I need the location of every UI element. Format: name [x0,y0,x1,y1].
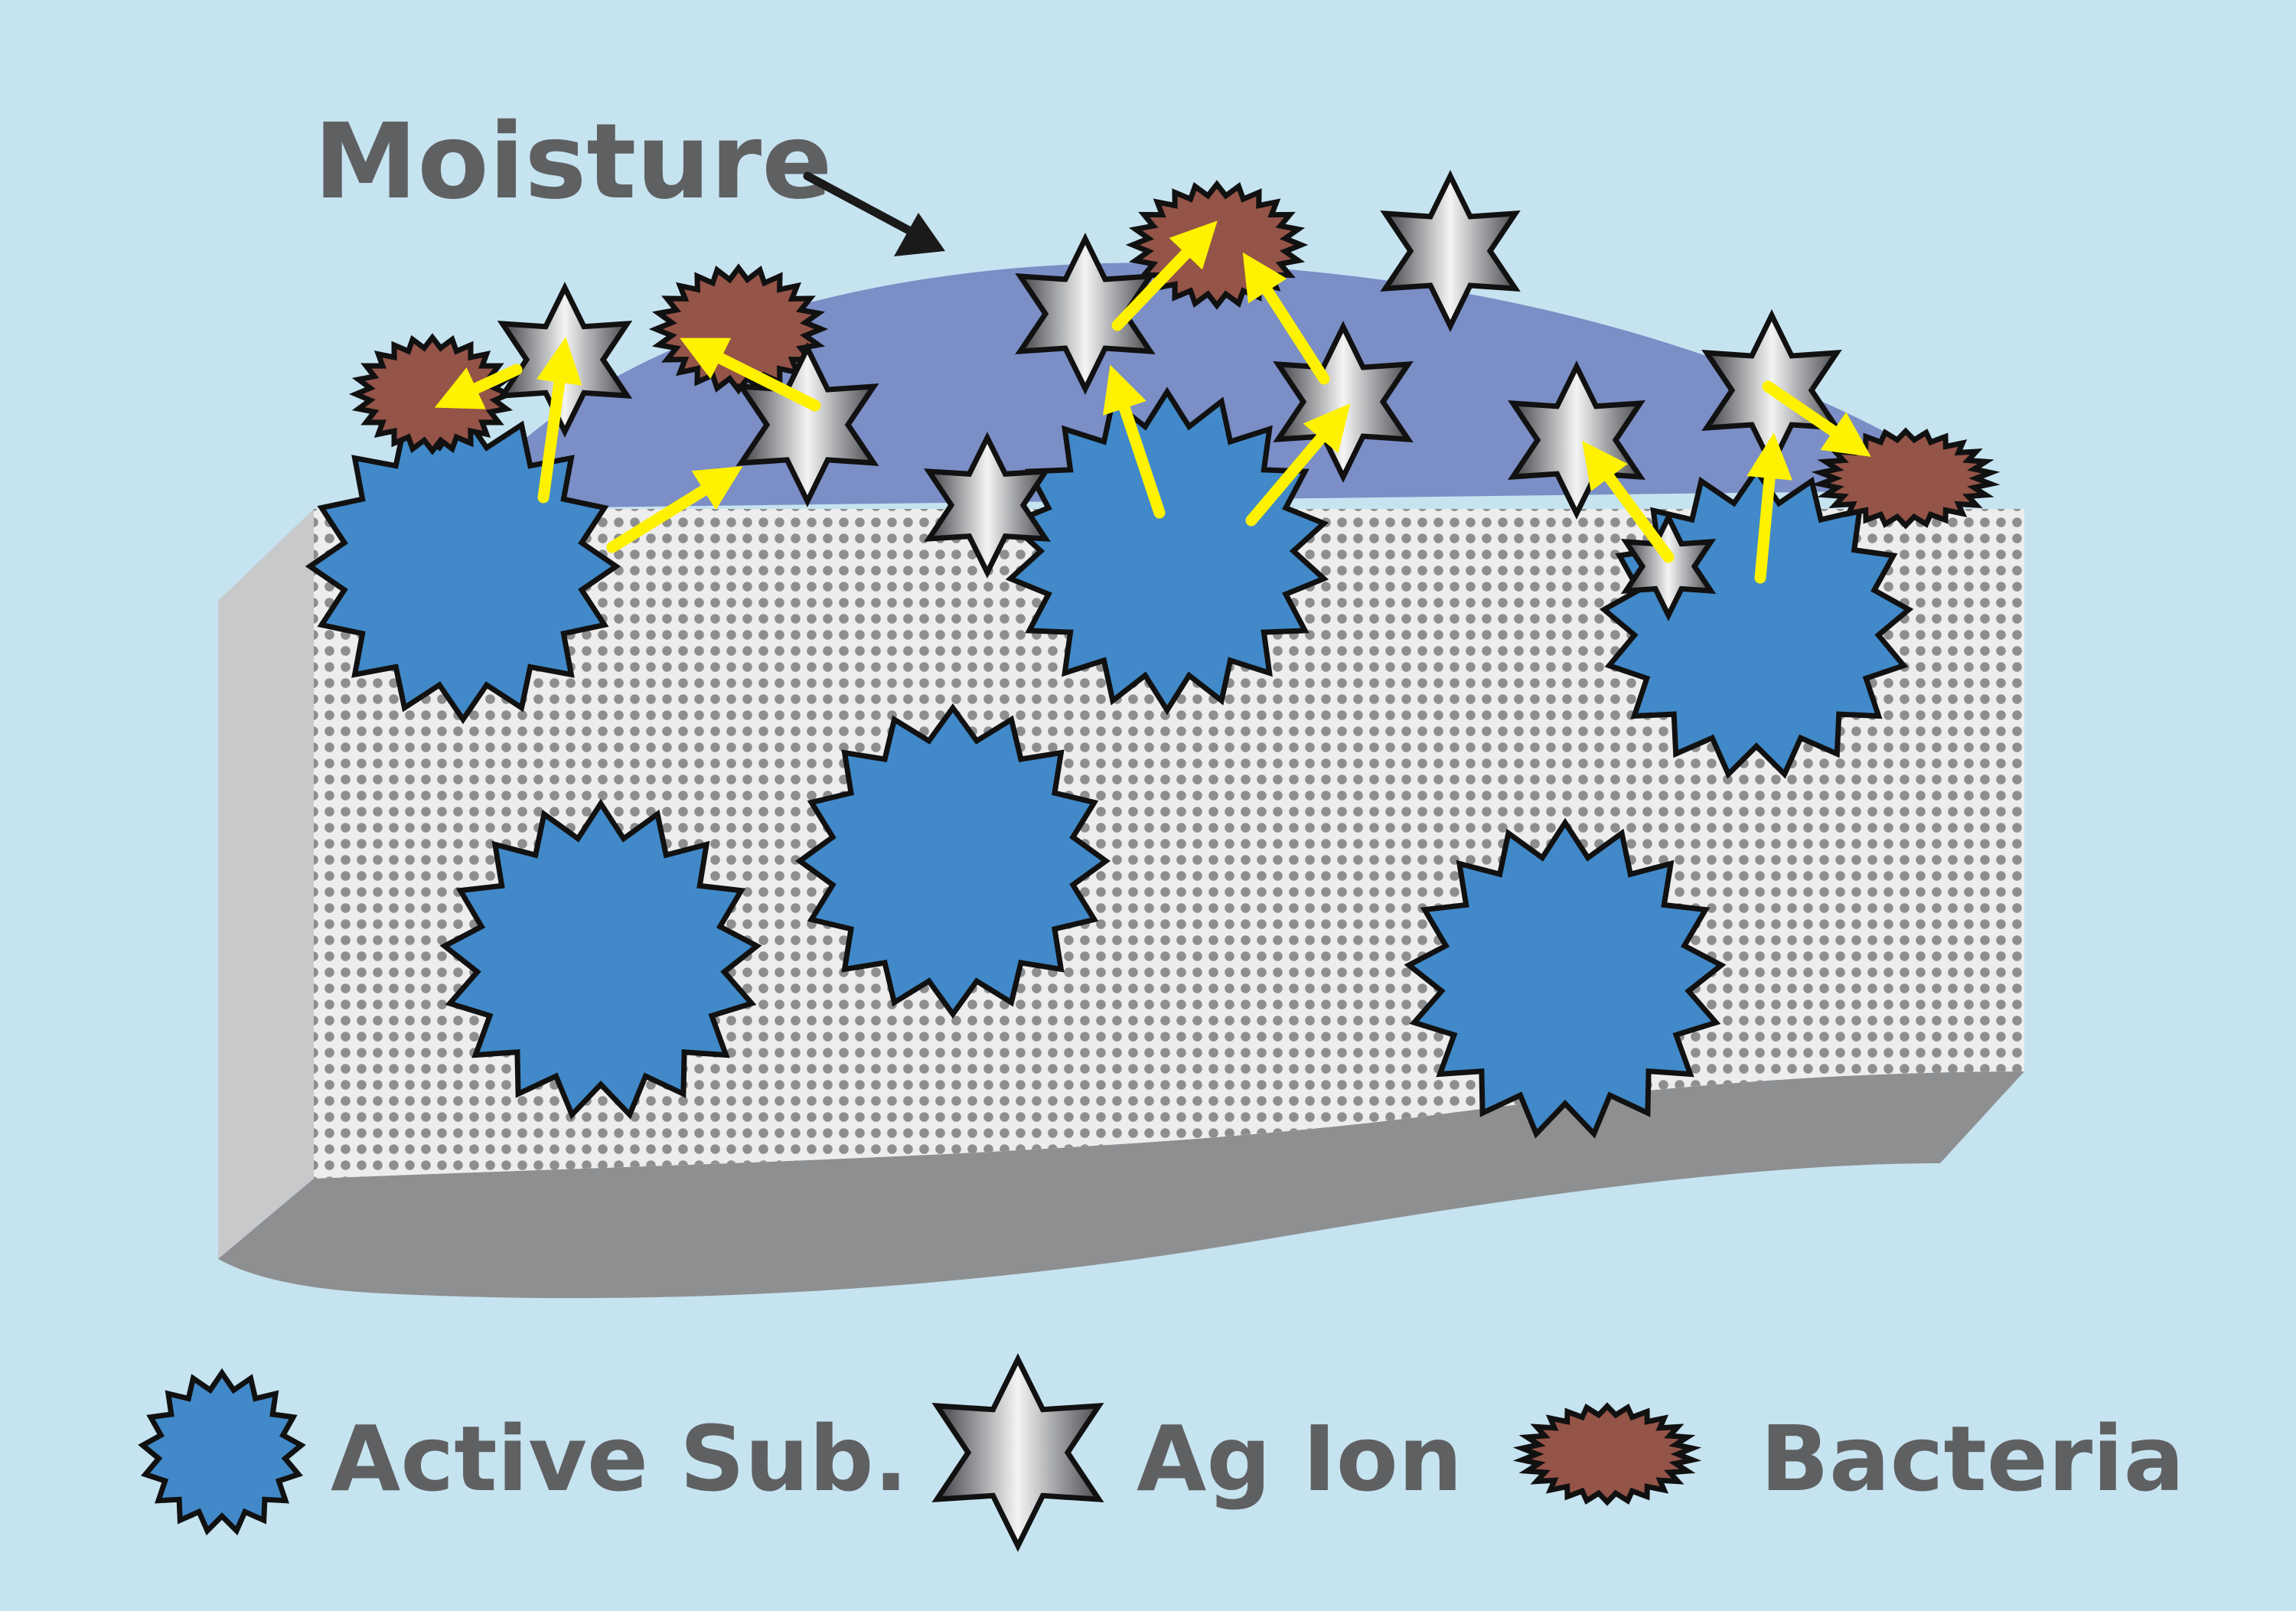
ag-ion-icon [1015,233,1156,395]
active-substance-icon [138,1368,306,1536]
release-arrow [1111,220,1218,331]
moisture-arrow-icon [803,171,945,256]
ag-ion-icon [931,1353,1104,1552]
bacteria-icon [349,333,516,455]
legend-label-bacteria: Bacteria [1760,1406,2184,1512]
slab-left-face [218,509,314,1259]
active-substance-icon [439,798,762,1120]
release-arrow [536,337,582,504]
release-arrow [1245,403,1351,527]
release-arrow [1582,440,1675,563]
release-arrow [1103,364,1166,519]
release-arrow [1762,380,1871,457]
release-arrow [680,338,821,412]
ag-ion-icon [1273,321,1414,483]
release-arrow [606,466,743,553]
active-substance-icon [305,408,621,725]
moisture-label: Moisture [314,102,832,223]
release-arrows [434,220,1871,584]
ag-ion-icon [1620,511,1717,621]
ag-ion-icon [1508,360,1645,520]
slab-bottom-face [218,1071,2024,1299]
bacteria-icon [1512,1402,1702,1506]
legend: Active Sub. Ag Ion Bacteria [138,1353,2184,1552]
ag-ion-icon [1380,170,1521,332]
active-substance-icon [1404,817,1727,1139]
ag-ion-icon [735,342,879,507]
release-arrow [1242,252,1330,385]
ag-ion-icon [923,432,1052,579]
legend-label-active: Active Sub. [331,1406,908,1512]
active-substance-icon [795,703,1110,1019]
legend-label-ag: Ag Ion [1137,1406,1463,1512]
release-arrow [434,364,523,409]
release-arrow [1746,432,1793,584]
